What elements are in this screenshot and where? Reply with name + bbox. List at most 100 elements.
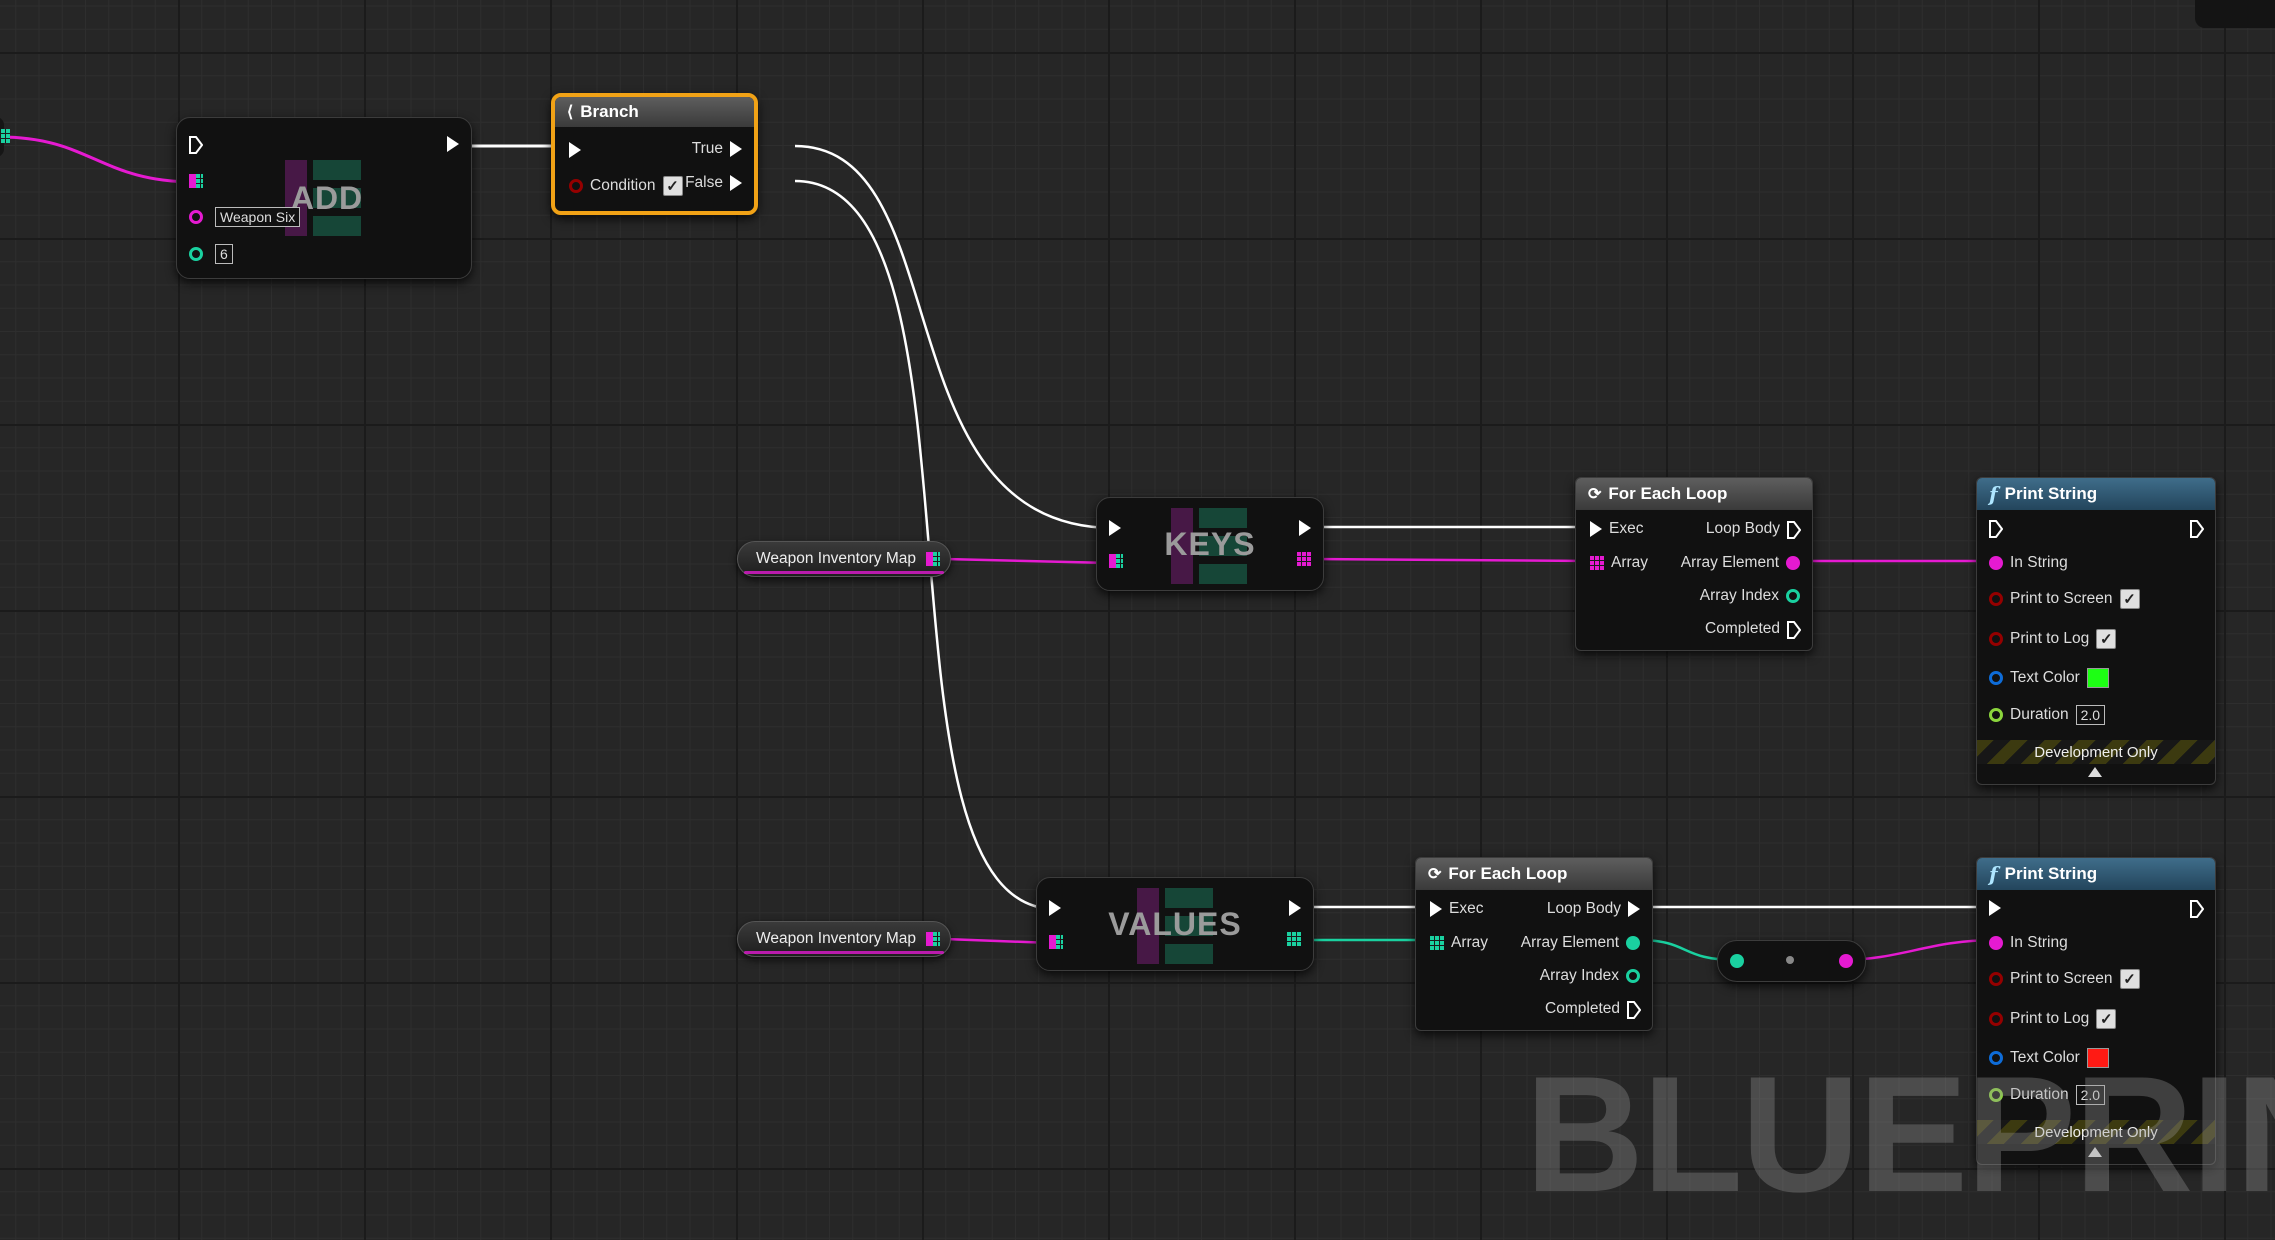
foreach-array-in[interactable]: Array — [1430, 934, 1495, 952]
branch-true-pin[interactable]: True — [685, 140, 742, 158]
print-exec-out[interactable] — [2190, 900, 2204, 918]
map-pin-icon[interactable] — [925, 932, 940, 946]
exec-out-icon[interactable] — [730, 141, 742, 157]
keys-map-in[interactable] — [1109, 554, 1123, 568]
boolean-pin-icon[interactable] — [1989, 972, 2003, 986]
exec-out-icon[interactable] — [447, 136, 459, 152]
exec-out-icon[interactable] — [1628, 901, 1640, 917]
print-exec-in[interactable] — [1989, 520, 2003, 538]
foreach-array-in[interactable]: Array — [1590, 554, 1655, 572]
add-exec-in[interactable] — [189, 136, 203, 154]
foreach-node-bottom[interactable]: ⟳ For Each Loop Exec Loop Body Array Arr… — [1415, 857, 1653, 1031]
keys-exec-out[interactable] — [1299, 520, 1311, 536]
exec-out-icon[interactable] — [1289, 900, 1301, 916]
exec-in-icon[interactable] — [1989, 900, 2001, 916]
print-string-node-bottom[interactable]: f Print String In String Print to Screen… — [1976, 857, 2216, 1165]
add-key-pin[interactable]: Weapon Six — [189, 207, 307, 227]
expand-arrow-icon[interactable] — [2088, 1147, 2102, 1157]
integer-pin-icon[interactable] — [189, 247, 203, 261]
exec-in-icon[interactable] — [1430, 901, 1442, 917]
keys-node[interactable]: KEYS — [1096, 497, 1324, 591]
exec-in-icon[interactable] — [1109, 520, 1121, 536]
add-key-input[interactable]: Weapon Six — [215, 207, 301, 227]
string-pin-icon[interactable] — [189, 210, 203, 224]
print-to-log-checkbox[interactable]: ✓ — [2096, 629, 2117, 649]
foreach-header[interactable]: ⟳ For Each Loop — [1416, 858, 1652, 890]
print-to-screen-pin[interactable]: Print to Screen ✓ — [1989, 589, 2140, 609]
print-string-header[interactable]: f Print String — [1977, 858, 2215, 890]
foreach-node-top[interactable]: ⟳ For Each Loop Exec Loop Body Array Arr… — [1575, 477, 1813, 651]
values-exec-out[interactable] — [1289, 900, 1301, 916]
values-node[interactable]: VALUES — [1036, 877, 1314, 971]
exec-out-icon[interactable] — [1299, 520, 1311, 536]
print-to-log-pin[interactable]: Print to Log ✓ — [1989, 629, 2117, 649]
exec-out-icon[interactable] — [1627, 1001, 1641, 1019]
boolean-pin-icon[interactable] — [569, 179, 583, 193]
string-pin-icon[interactable] — [1989, 556, 2003, 570]
exec-in-icon[interactable] — [1989, 520, 2003, 538]
float-pin-icon[interactable] — [1989, 1088, 2003, 1102]
print-to-screen-checkbox[interactable]: ✓ — [2119, 589, 2140, 609]
foreach-exec-in[interactable]: Exec — [1430, 900, 1490, 918]
boolean-pin-icon[interactable] — [1989, 632, 2003, 646]
branch-exec-in[interactable] — [569, 142, 581, 158]
keys-exec-in[interactable] — [1109, 520, 1121, 536]
foreach-array-index[interactable]: Array Index — [1533, 967, 1640, 985]
print-to-screen-pin[interactable]: Print to Screen ✓ — [1989, 969, 2140, 989]
text-color-pin[interactable]: Text Color — [1989, 668, 2109, 688]
branch-header[interactable]: ⟨ Branch — [555, 97, 754, 127]
print-exec-out[interactable] — [2190, 520, 2204, 538]
add-target-map-pin[interactable] — [189, 174, 203, 188]
print-string-node-top[interactable]: f Print String In String Print to Screen… — [1976, 477, 2216, 785]
duration-input[interactable]: 2.0 — [2075, 1085, 2106, 1105]
foreach-completed[interactable]: Completed — [1698, 620, 1801, 639]
string-pin-icon[interactable] — [1786, 556, 1800, 570]
map-pin-icon[interactable] — [1109, 554, 1123, 568]
integer-pin-icon[interactable] — [1626, 936, 1640, 950]
foreach-completed[interactable]: Completed — [1538, 1000, 1641, 1019]
print-string-header[interactable]: f Print String — [1977, 478, 2215, 510]
integer-pin-icon[interactable] — [1626, 969, 1640, 983]
array-pin-icon[interactable] — [1430, 936, 1444, 950]
exec-in-icon[interactable] — [189, 136, 203, 154]
map-pin-icon[interactable] — [925, 552, 940, 566]
print-exec-in[interactable] — [1989, 900, 2001, 916]
struct-pin-icon[interactable] — [1989, 671, 2003, 685]
expand-arrow-icon[interactable] — [2088, 767, 2102, 777]
foreach-array-element[interactable]: Array Element — [1514, 934, 1640, 952]
print-to-log-checkbox[interactable]: ✓ — [2096, 1009, 2117, 1029]
print-to-log-pin[interactable]: Print to Log ✓ — [1989, 1009, 2117, 1029]
map-pin-icon[interactable] — [1049, 935, 1063, 949]
add-exec-out[interactable] — [447, 136, 459, 152]
add-value-input[interactable]: 6 — [215, 244, 233, 264]
print-to-screen-checkbox[interactable]: ✓ — [2119, 969, 2140, 989]
text-color-pin[interactable]: Text Color — [1989, 1048, 2109, 1068]
add-node[interactable]: ADD Weapon Six 6 — [176, 117, 472, 279]
duration-input[interactable]: 2.0 — [2075, 705, 2106, 725]
integer-pin-icon[interactable] — [1786, 589, 1800, 603]
string-pin-icon[interactable] — [1989, 936, 2003, 950]
duration-pin[interactable]: Duration 2.0 — [1989, 705, 2106, 725]
float-pin-icon[interactable] — [1989, 708, 2003, 722]
in-string-pin[interactable]: In String — [1989, 554, 2075, 572]
foreach-loop-body[interactable]: Loop Body — [1699, 520, 1801, 539]
values-array-out[interactable] — [1287, 932, 1301, 946]
add-value-pin[interactable]: 6 — [189, 244, 240, 264]
array-pin-icon[interactable] — [1297, 552, 1311, 566]
string-pin-icon[interactable] — [1839, 954, 1853, 968]
foreach-loop-body[interactable]: Loop Body — [1540, 900, 1640, 918]
foreach-array-element[interactable]: Array Element — [1674, 554, 1800, 572]
in-string-pin[interactable]: In String — [1989, 934, 2075, 952]
map-pin-icon[interactable] — [0, 129, 10, 143]
array-pin-icon[interactable] — [1590, 556, 1604, 570]
int-to-string-conversion-node[interactable] — [1717, 940, 1866, 982]
values-exec-in[interactable] — [1049, 900, 1061, 916]
keys-array-out[interactable] — [1297, 552, 1311, 566]
map-pin-icon[interactable] — [189, 174, 203, 188]
struct-pin-icon[interactable] — [1989, 1051, 2003, 1065]
boolean-pin-icon[interactable] — [1989, 1012, 2003, 1026]
exec-out-icon[interactable] — [730, 175, 742, 191]
exec-in-icon[interactable] — [1590, 521, 1602, 537]
weapon-inventory-map-getter-top[interactable]: Weapon Inventory Map — [737, 541, 951, 577]
duration-pin[interactable]: Duration 2.0 — [1989, 1085, 2106, 1105]
